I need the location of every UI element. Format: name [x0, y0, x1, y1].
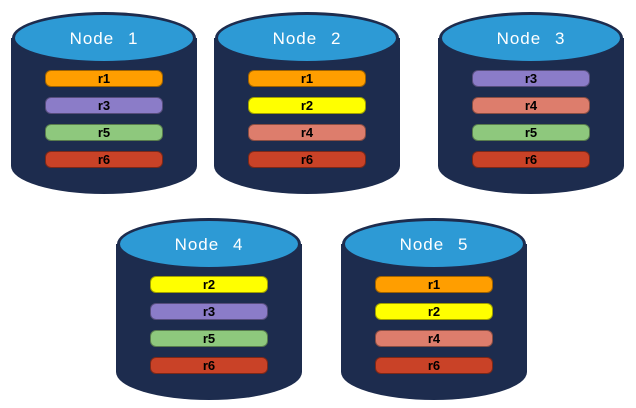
cylinder-top: Node 3 [439, 12, 623, 64]
cylinder-body [214, 38, 400, 194]
cylinder-top: Node 2 [215, 12, 399, 64]
replica-bar: r2 [248, 97, 366, 114]
replica-bar: r2 [375, 303, 493, 320]
replica-list: r1 r2 r4 r6 [248, 70, 366, 168]
replica-list: r1 r3 r5 r6 [45, 70, 163, 168]
node-label: Node 5 [399, 235, 469, 254]
replica-list: r2 r3 r5 r6 [150, 276, 268, 374]
cylinder-top: Node 1 [12, 12, 196, 64]
replica-bar: r6 [150, 357, 268, 374]
replica-bar: r2 [150, 276, 268, 293]
replica-bar: r1 [248, 70, 366, 87]
node-cylinder: Node 4 r2 r3 r5 r6 [116, 216, 302, 400]
node-label: Node 4 [174, 235, 244, 254]
replica-bar: r6 [375, 357, 493, 374]
cylinder-body [11, 38, 197, 194]
replica-bar: r3 [472, 70, 590, 87]
replica-bar: r6 [45, 151, 163, 168]
node-cylinder: Node 2 r1 r2 r4 r6 [214, 10, 400, 194]
replica-bar: r6 [472, 151, 590, 168]
replica-bar: r1 [375, 276, 493, 293]
replica-bar: r3 [45, 97, 163, 114]
replica-bar: r5 [150, 330, 268, 347]
replica-bar: r4 [375, 330, 493, 347]
cylinder-top: Node 5 [342, 218, 526, 270]
cylinder-body [341, 244, 527, 400]
cylinder-top: Node 4 [117, 218, 301, 270]
node-cylinder: Node 5 r1 r2 r4 r6 [341, 216, 527, 400]
replica-bar: r5 [45, 124, 163, 141]
replica-bar: r1 [45, 70, 163, 87]
node-cylinder: Node 3 r3 r4 r5 r6 [438, 10, 624, 194]
node-cylinder: Node 1 r1 r3 r5 r6 [11, 10, 197, 194]
cylinder-body [438, 38, 624, 194]
node-label: Node 3 [496, 29, 566, 48]
node-label: Node 2 [272, 29, 342, 48]
replica-bar: r4 [472, 97, 590, 114]
replica-bar: r6 [248, 151, 366, 168]
replica-list: r1 r2 r4 r6 [375, 276, 493, 374]
replica-bar: r5 [472, 124, 590, 141]
replica-bar: r3 [150, 303, 268, 320]
replica-list: r3 r4 r5 r6 [472, 70, 590, 168]
replica-bar: r4 [248, 124, 366, 141]
cylinder-body [116, 244, 302, 400]
node-label: Node 1 [69, 29, 139, 48]
